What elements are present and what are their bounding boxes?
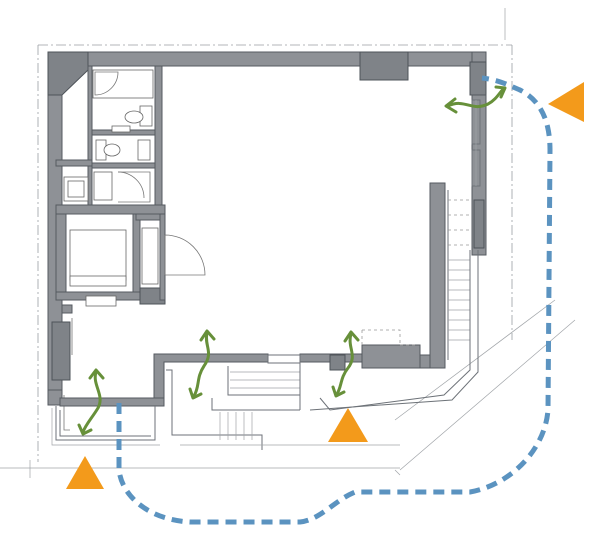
access-route [116, 75, 553, 525]
airflow-arrow-center-icon [188, 329, 216, 400]
right-windows [471, 99, 481, 187]
closet [141, 227, 159, 285]
desk [85, 295, 117, 307]
door-swings [63, 234, 206, 431]
sink-upper [111, 125, 131, 133]
bed-pillow [69, 275, 127, 287]
entrance-walls [59, 344, 446, 407]
entry-marker-bottom-center-icon [328, 408, 368, 442]
sink-lower [137, 139, 151, 161]
bed [69, 229, 127, 281]
airflow-arrow-top-right-icon [444, 85, 507, 114]
entry-markers [66, 82, 584, 489]
lower-entry [51, 406, 160, 446]
storage-box [93, 171, 113, 201]
entry-marker-bottom-left-icon [66, 456, 104, 489]
airflow-arrow-left-icon [77, 368, 105, 436]
toilet-bowl-lower [103, 143, 121, 157]
wash-inner [67, 180, 85, 198]
stair-treads-right [448, 259, 470, 341]
airflow-arrow-right-icon [331, 330, 360, 398]
lower-stair-treads [219, 371, 300, 440]
airflow-arrows [77, 85, 507, 436]
site-reference-lines [0, 8, 576, 478]
interior-walls [55, 65, 166, 314]
lower-stairs [166, 329, 418, 450]
stair-shaft-walls [309, 94, 487, 411]
bathroom-fixtures [63, 69, 159, 307]
toilet-bowl-upper [124, 110, 144, 124]
entry-marker-top-right-icon [548, 82, 584, 122]
